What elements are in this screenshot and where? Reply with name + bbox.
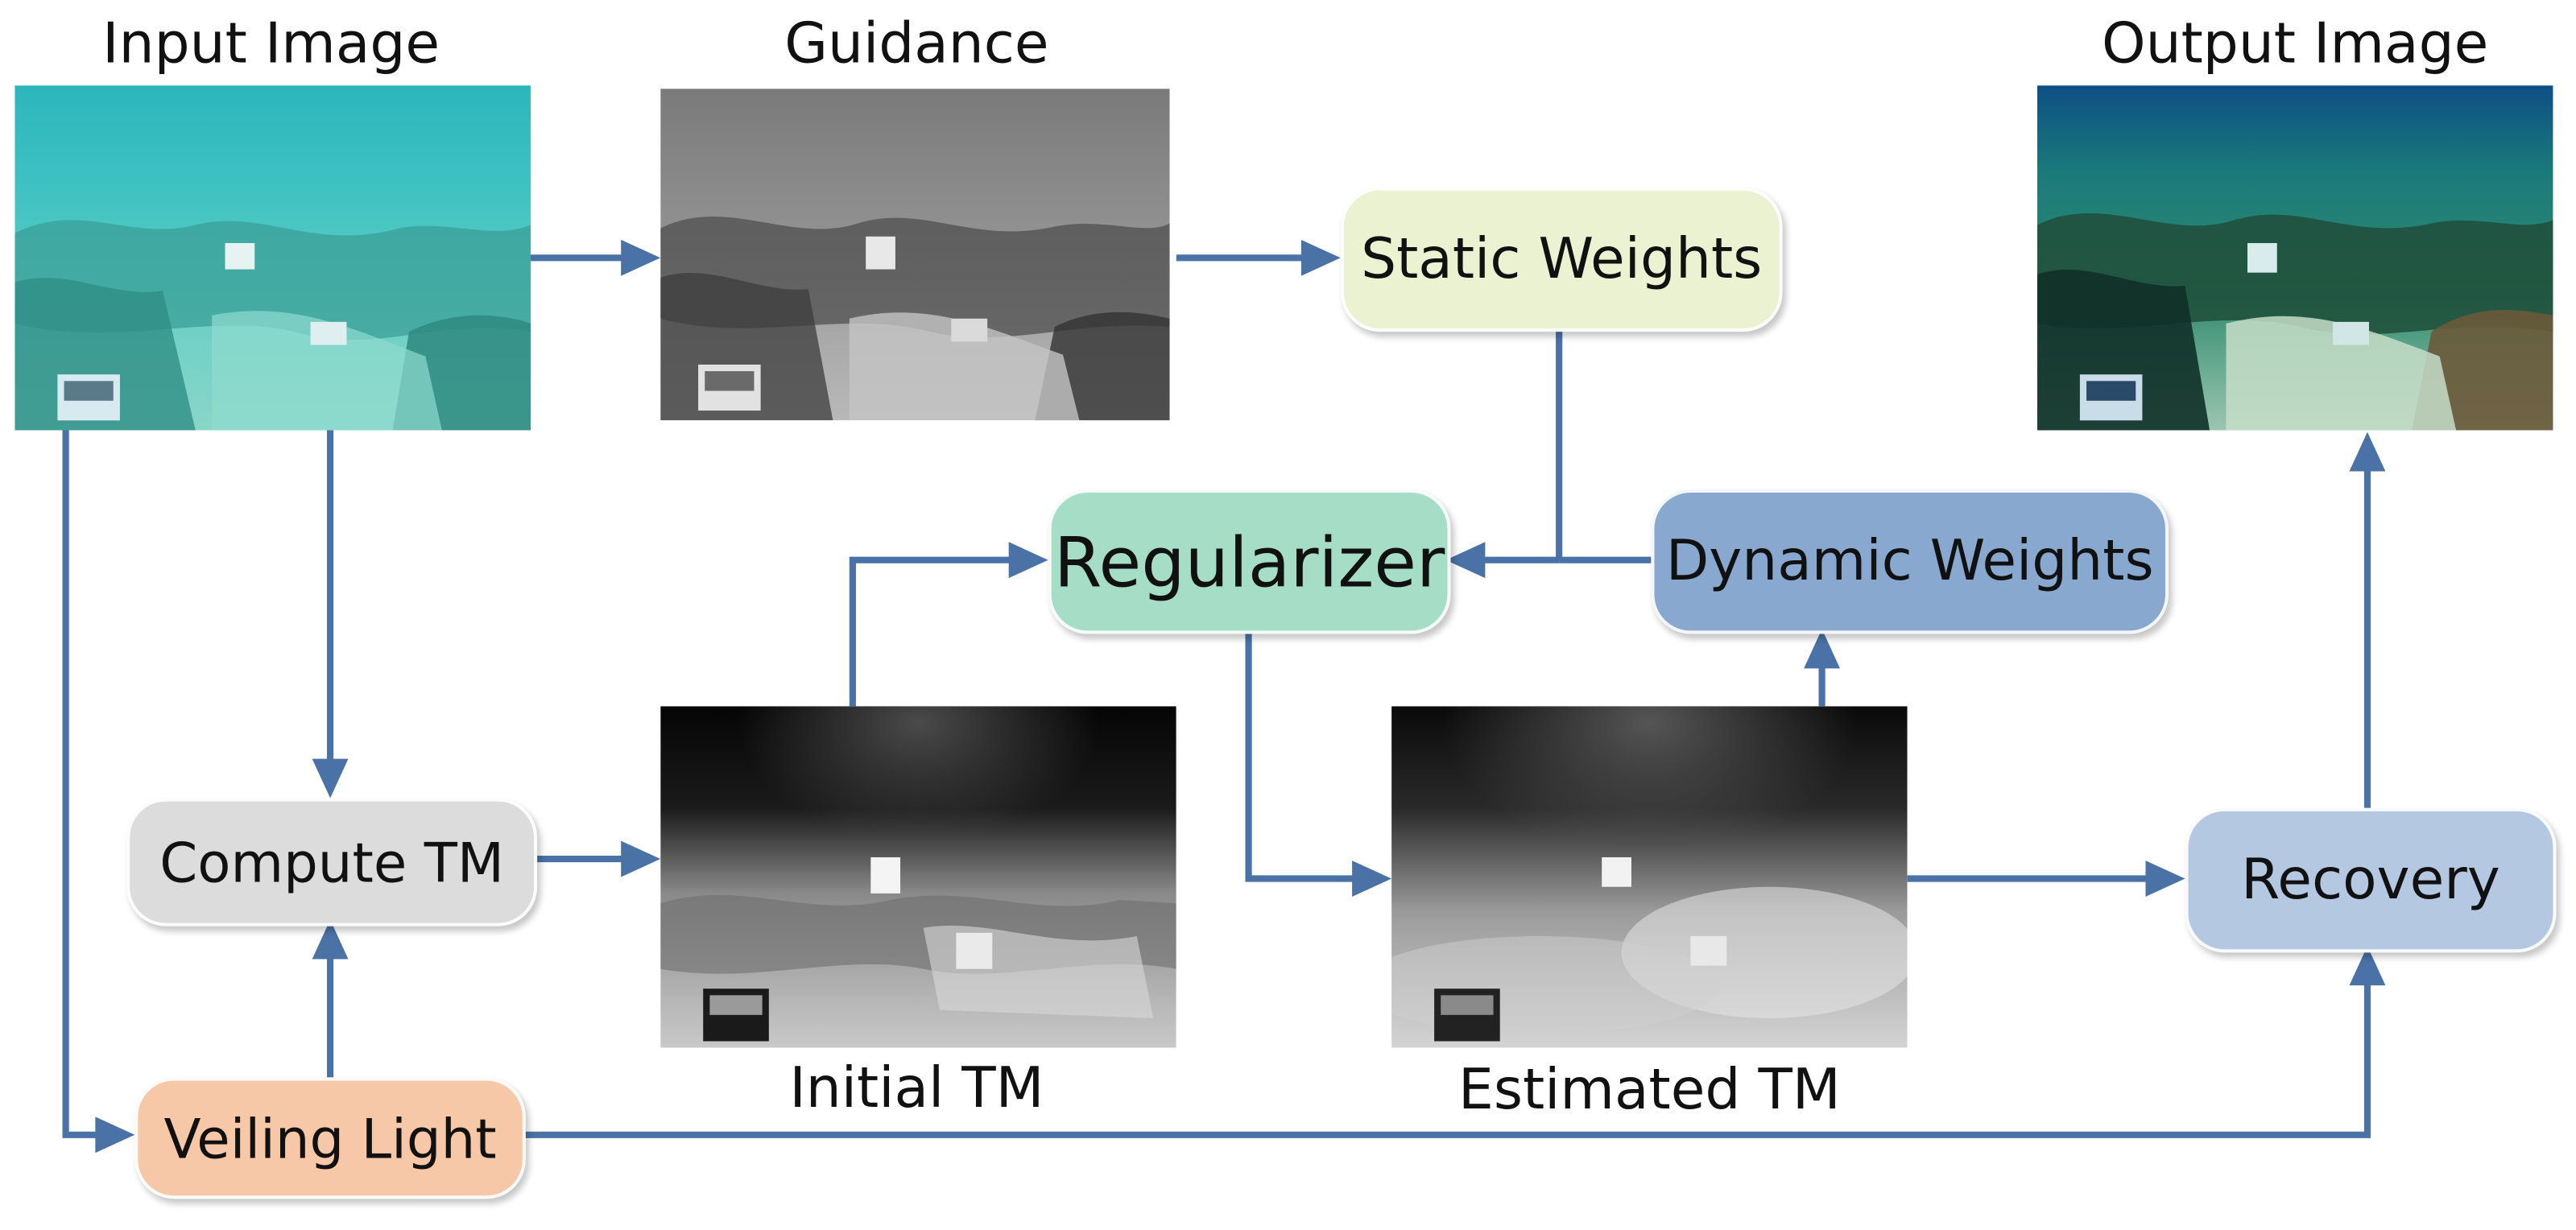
initial-tm-caption: Initial TM [789, 1055, 1044, 1122]
recovery-node: Recovery [2185, 807, 2557, 953]
dynamic-weights-node: Dynamic Weights [1651, 489, 2169, 634]
veiling-light-to-recovery-arrow-arrowhead [2349, 946, 2386, 986]
output-image-caption: Output Image [2102, 11, 2489, 77]
compute-tm-node: Compute TM [126, 798, 538, 927]
estimated-tm-to-dynamic-weights-arrow-arrowhead [1804, 629, 1841, 669]
initial-tm-image [660, 706, 1176, 1048]
guidance-to-static-weights-arrow-arrowhead [1300, 239, 1341, 276]
estimated-tm-image [1391, 706, 1908, 1048]
compute-tm-to-initial-tm-arrow-arrowhead [621, 840, 661, 877]
regularizer-to-estimated-tm-arrow-line [1245, 627, 1359, 882]
static-weights-node: Static Weights [1340, 187, 1783, 332]
veiling-light-node: Veiling Light [134, 1077, 526, 1199]
weights-to-regularizer-arrow-arrowhead [1445, 542, 1486, 579]
guidance-caption: Guidance [784, 11, 1049, 77]
veiling-light-to-compute-tm-arrow-arrowhead [312, 919, 349, 960]
input-image [14, 85, 531, 431]
input-to-guidance-arrow-arrowhead [621, 239, 661, 276]
input-to-veiling-light-arrow-arrowhead [95, 1116, 135, 1154]
initial-tm-to-regularizer-arrow-arrowhead [1008, 542, 1048, 579]
regularizer-to-estimated-tm-arrow-arrowhead [1352, 861, 1392, 897]
regularizer-label: Regularizer [1053, 521, 1445, 602]
input-to-veiling-light-arrow-line [62, 430, 102, 1138]
guidance-image [660, 89, 1170, 421]
static-weights-label: Static Weights [1361, 226, 1763, 293]
output-image [2036, 85, 2553, 431]
estimated-tm-to-recovery-arrow-arrowhead [2145, 861, 2185, 897]
veiling-light-to-recovery-arrow-line [519, 978, 2371, 1138]
veiling-light-label: Veiling Light [163, 1106, 497, 1170]
compute-tm-label: Compute TM [159, 830, 504, 894]
input-image-caption: Input Image [102, 11, 440, 77]
dynamic-weights-label: Dynamic Weights [1665, 528, 2154, 595]
estimated-tm-caption: Estimated TM [1458, 1057, 1841, 1124]
recovery-label: Recovery [2241, 847, 2500, 914]
input-to-compute-tm-arrow-arrowhead [312, 758, 349, 799]
initial-tm-to-regularizer-arrow-line [849, 556, 1015, 707]
recovery-to-output-arrow-arrowhead [2349, 431, 2386, 472]
regularizer-node: Regularizer [1048, 489, 1451, 634]
